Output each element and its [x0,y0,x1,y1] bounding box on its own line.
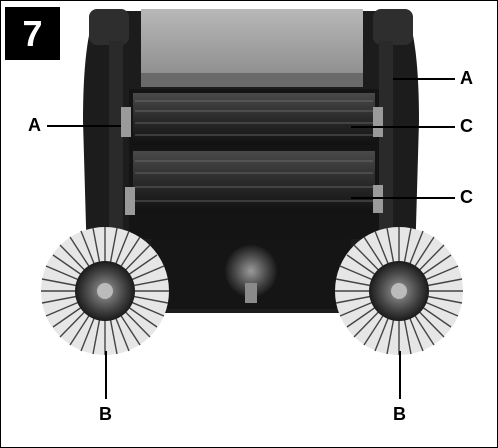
callout-label-a-right: A [460,68,473,88]
drive-hub [225,245,277,297]
bracket-lower-left [125,187,135,215]
leader-line-b-left [105,351,107,399]
leader-line-c-lower [351,197,455,199]
upper-roller-brush [133,93,375,145]
roller-bristles [135,100,373,202]
bracket-upper-right [373,107,383,137]
bracket-upper-left [121,107,131,137]
rear-wheel-left [89,9,129,45]
drive-shaft [245,283,257,303]
bracket-lower-right [373,185,383,213]
leader-line-a-left [47,125,121,127]
rear-wheel-right [373,9,413,45]
leader-line-b-right [399,351,401,399]
side-brush-left [41,227,169,355]
left-side-rail [109,41,123,241]
callout-label-b-right: B [393,404,406,424]
callout-label-a-left: A [28,115,41,135]
callout-label-b-left: B [99,404,112,424]
callout-label-c-upper: C [460,116,473,136]
callout-label-c-lower: C [460,187,473,207]
dirt-hopper [141,9,363,83]
figure-number-badge: 7 [5,7,60,60]
hopper-edge [141,73,363,87]
leader-line-a-right [393,78,455,80]
lower-roller-brush [133,151,375,213]
leader-line-c-upper [351,126,455,128]
side-brush-right [335,227,463,355]
